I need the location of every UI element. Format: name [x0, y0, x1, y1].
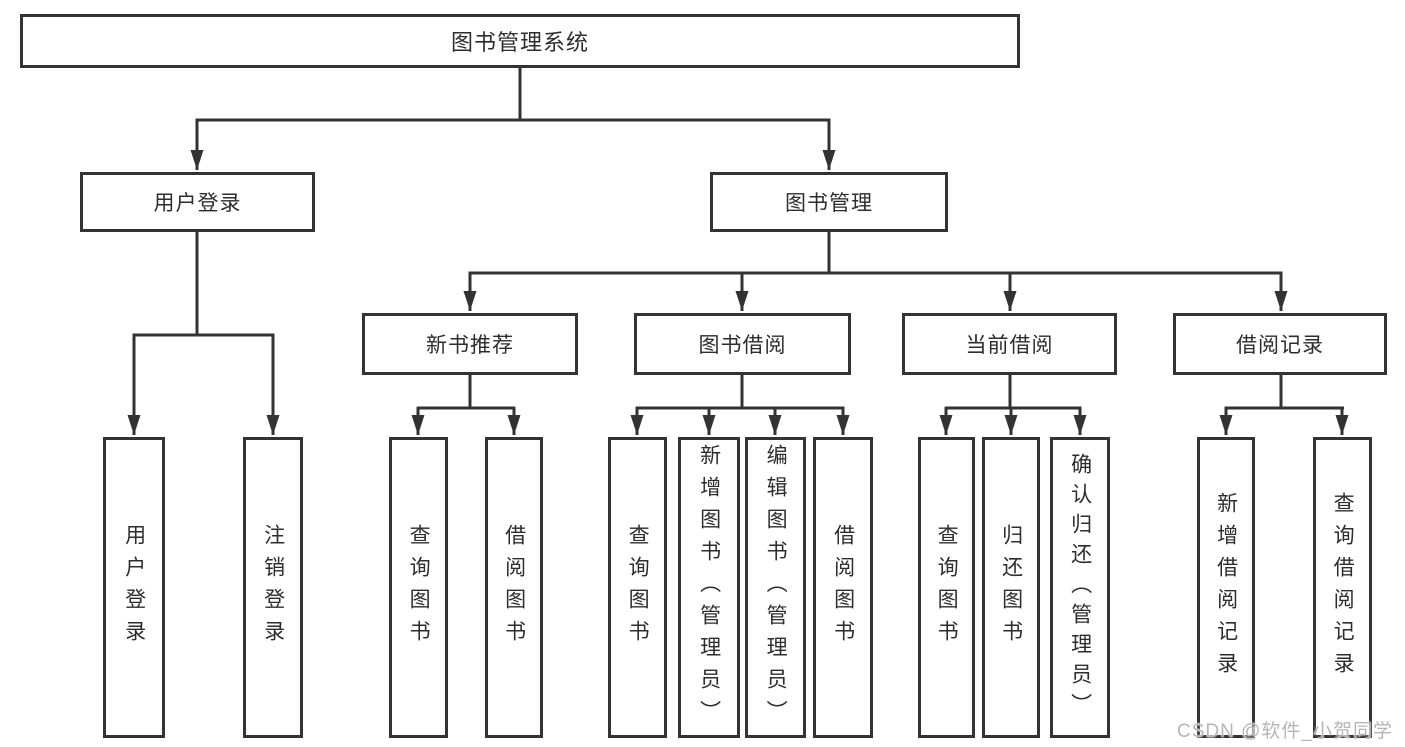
leaf-add-book-admin: 新增图书（管理员） [678, 437, 740, 738]
leaf-user-login: 用户登录 [103, 437, 165, 738]
leaf-borrow-books: 借阅图书 [813, 437, 873, 738]
leaf-query-borrow-record: 查询借阅记录 [1313, 437, 1372, 738]
node-book-management: 图书管理 [710, 172, 948, 232]
node-borrow-records: 借阅记录 [1173, 313, 1387, 375]
node-user-login: 用户登录 [80, 172, 315, 232]
leaf-logout: 注销登录 [243, 437, 303, 738]
leaf-query-books-recommend: 查询图书 [389, 437, 448, 738]
node-library-system: 图书管理系统 [20, 14, 1020, 68]
node-current-borrow: 当前借阅 [902, 313, 1117, 375]
leaf-confirm-return-admin: 确认归还（管理员） [1050, 437, 1110, 738]
node-new-book-recommend: 新书推荐 [362, 313, 578, 375]
leaf-edit-book-admin: 编辑图书（管理员） [745, 437, 806, 738]
csdn-watermark: CSDN @软件_小贺同学 [1177, 721, 1393, 742]
leaf-return-books: 归还图书 [982, 437, 1040, 738]
leaf-query-books-borrow: 查询图书 [608, 437, 667, 738]
node-book-borrow: 图书借阅 [634, 313, 851, 375]
leaf-borrow-books-recommend: 借阅图书 [485, 437, 543, 738]
leaf-add-borrow-record: 新增借阅记录 [1197, 437, 1255, 738]
leaf-query-books-current: 查询图书 [918, 437, 975, 738]
